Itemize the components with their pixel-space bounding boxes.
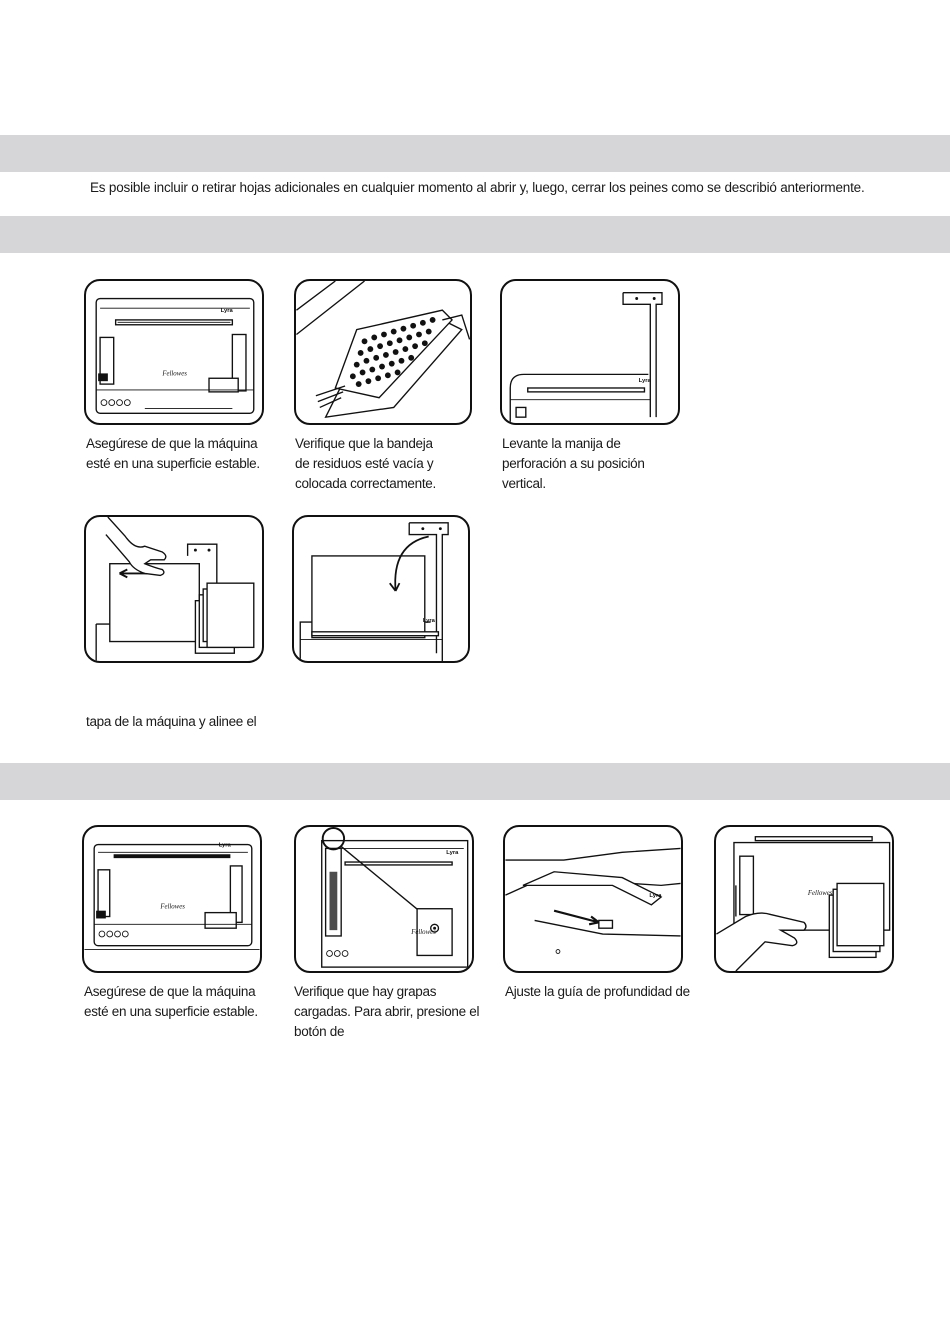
intro-text: Es posible incluir o retirar hojas adici… [90, 180, 865, 195]
illustration-insert-sheets: Fellowes [714, 825, 894, 973]
caption-step-3: Levante la manija de perforación a su po… [502, 436, 645, 491]
logo-label: Fellowes [410, 929, 436, 936]
brand-label: Lyra [639, 378, 652, 384]
section-band-1 [0, 135, 950, 172]
caption-continuation: tapa de la máquina y alinee el [86, 714, 257, 729]
illustration-machine-stable-2: Lyra Fellowes [82, 825, 262, 973]
logo-label: Fellowes [807, 890, 833, 897]
caption-s3-step-2: Verifique que hay grapas cargadas. Para … [294, 984, 480, 1039]
brand-label: Lyra [219, 842, 232, 848]
illustration-machine-stable: Lyra Fellowes [84, 279, 264, 425]
illustration-close-cover: Lyra [292, 515, 470, 663]
illustration-handle-vertical: Lyra [500, 279, 680, 425]
brand-label: Lyra [423, 618, 436, 624]
logo-label: Fellowes [161, 370, 187, 377]
section-band-3 [0, 763, 950, 800]
illustration-insert-pages [84, 515, 264, 663]
caption-step-1: Asegúrese de que la máquina esté en una … [86, 436, 260, 471]
caption-s3-step-3: Ajuste la guía de profundidad de [505, 984, 690, 999]
arrow-right-icon [553, 909, 600, 926]
curved-arrow-icon [389, 535, 429, 592]
hand-icon [716, 912, 807, 971]
brand-label: Lyra [221, 308, 234, 314]
illustration-staples-loaded: Lyra Fellowes [294, 825, 474, 973]
brand-label: Lyra [649, 893, 662, 899]
brand-label: Lyra [446, 850, 459, 856]
section-band-2 [0, 216, 950, 253]
illustration-depth-guide: Lyra [503, 825, 683, 973]
magnify-circle-icon [321, 827, 346, 851]
illustration-waste-tray [294, 279, 472, 425]
caption-s3-step-1: Asegúrese de que la máquina esté en una … [84, 984, 258, 1019]
caption-step-2: Verifique que la bandeja de residuos est… [295, 436, 436, 491]
hand-icon [105, 517, 167, 577]
logo-label: Fellowes [159, 904, 185, 911]
